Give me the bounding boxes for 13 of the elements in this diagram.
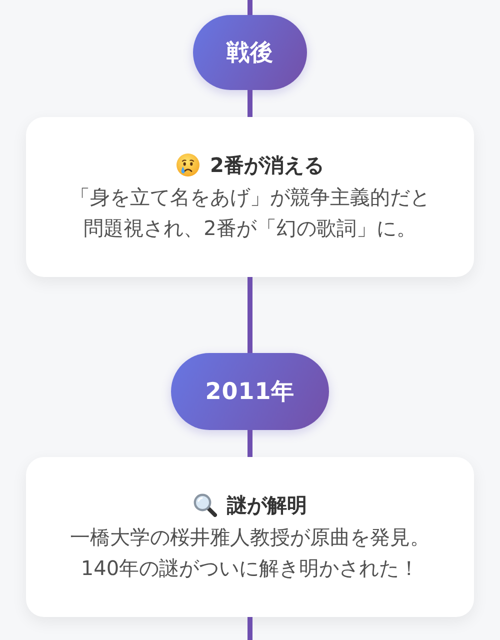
card-text: 「身を立て名をあげ」が競争主義的だと問題視され、2番が「幻の歌詞」に。 (69, 184, 431, 242)
event-card (26, 457, 474, 617)
card-title: 2番が消える (210, 152, 324, 178)
timeline-line (248, 277, 252, 353)
event-card (26, 117, 474, 277)
timeline-line (248, 90, 252, 117)
timeline-line (248, 617, 252, 640)
era-pill: 2011年 (171, 353, 329, 430)
timeline-line (248, 0, 252, 15)
card-title: 謎が解明 (227, 492, 307, 518)
card-text: 一橋大学の桜井雅人教授が原曲を発見。140年の謎がついに解き明かされた！ (69, 524, 431, 582)
timeline-line (248, 430, 252, 457)
era-pill: 戦後 (193, 15, 307, 90)
